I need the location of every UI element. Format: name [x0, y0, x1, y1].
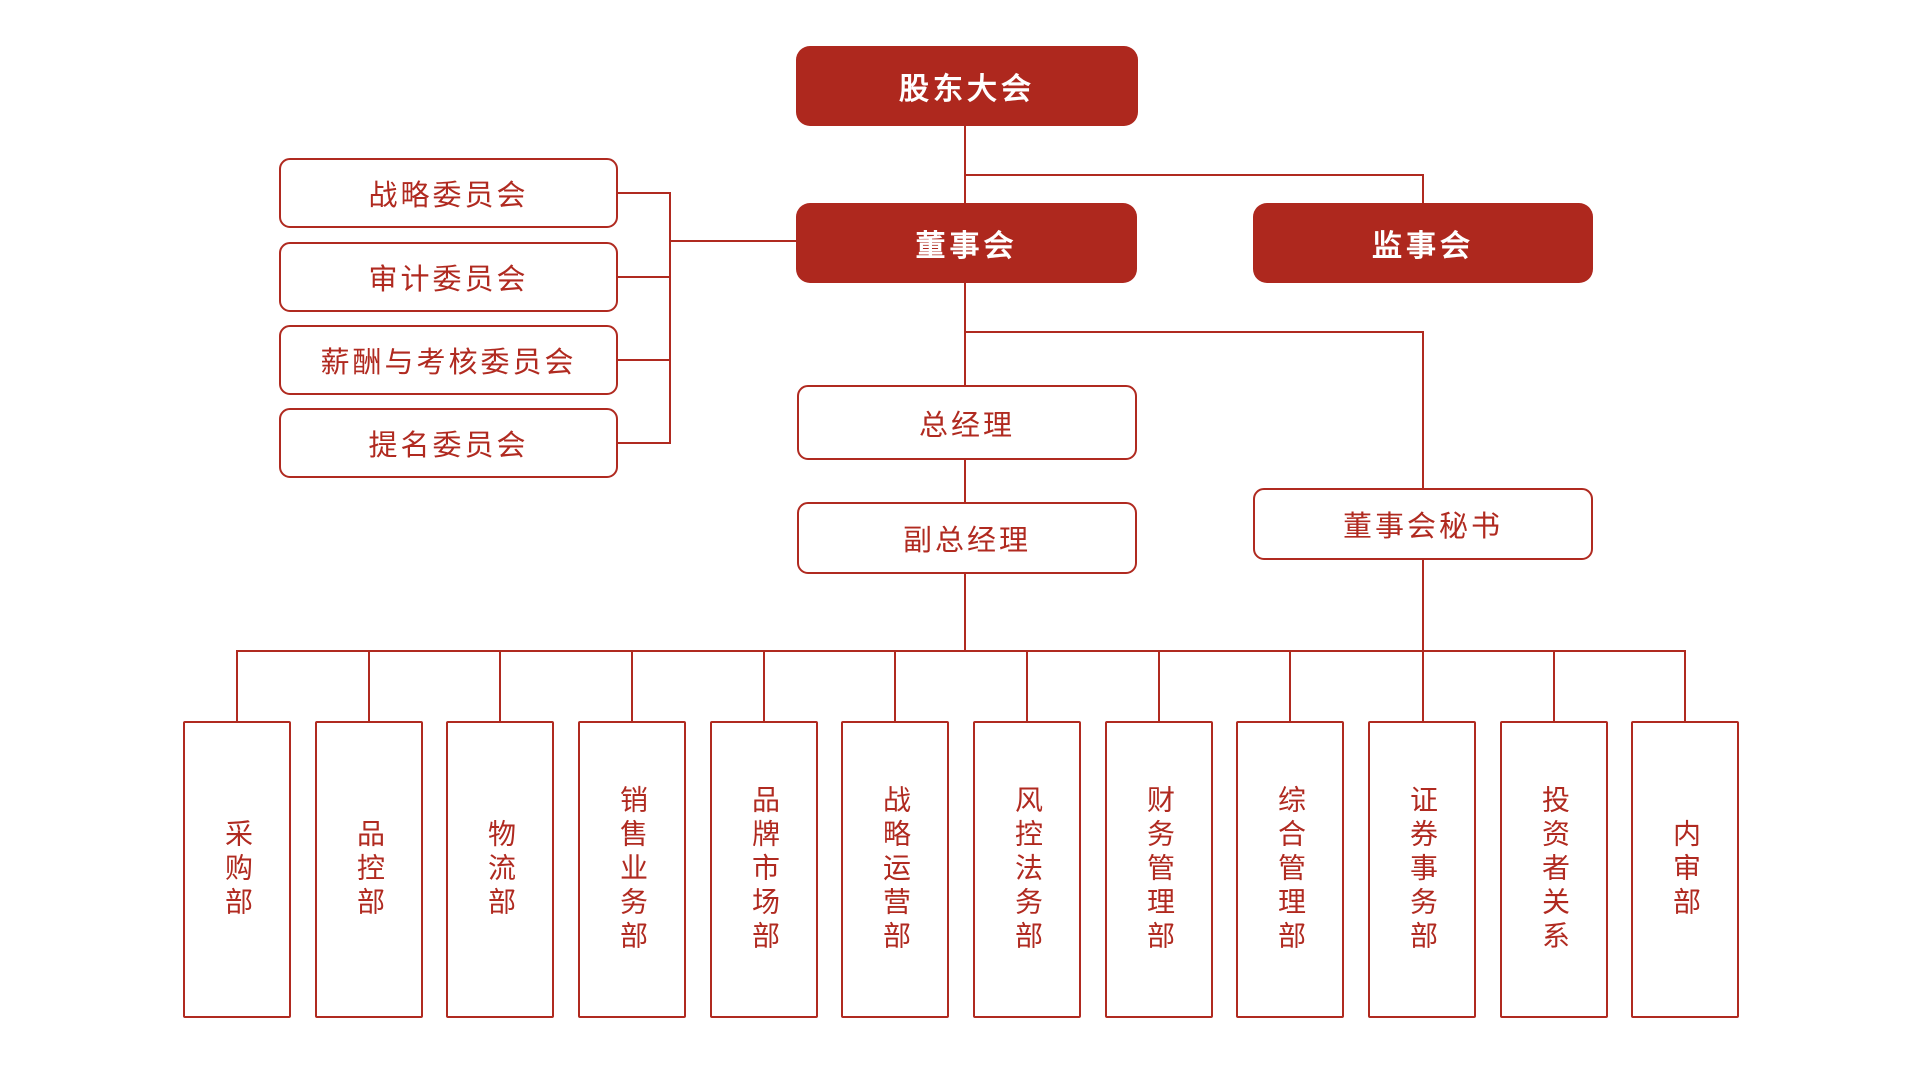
- audit-committee-box: 审计委员会: [279, 242, 618, 312]
- dept-box-quality-control: 品控部: [315, 721, 423, 1018]
- strategy-committee-box: 战略委员会: [279, 158, 618, 228]
- connector-line: [617, 276, 671, 278]
- connector-line: [236, 650, 1686, 652]
- connector-line: [1289, 650, 1291, 723]
- dept-box-investor-relations: 投资者关系: [1500, 721, 1608, 1018]
- board-of-directors-box: 董事会: [796, 203, 1137, 283]
- dept-box-logistics: 物流部: [446, 721, 554, 1018]
- connector-line: [1422, 560, 1424, 723]
- connector-line: [964, 282, 966, 385]
- dept-box-sales: 销售业务部: [578, 721, 686, 1018]
- connector-line: [669, 192, 671, 444]
- connector-line: [631, 650, 633, 723]
- nomination-committee-box: 提名委员会: [279, 408, 618, 478]
- dept-box-general-admin: 综合管理部: [1236, 721, 1344, 1018]
- general-manager-box: 总经理: [797, 385, 1137, 460]
- connector-line: [617, 359, 671, 361]
- connector-line: [964, 174, 1424, 176]
- connector-line: [669, 240, 796, 242]
- connector-line: [1553, 650, 1555, 723]
- dept-box-strategy-operations: 战略运营部: [841, 721, 949, 1018]
- dept-box-procurement: 采购部: [183, 721, 291, 1018]
- connector-line: [368, 650, 370, 723]
- dept-box-brand-marketing: 品牌市场部: [710, 721, 818, 1018]
- connector-line: [236, 650, 238, 723]
- connector-line: [1422, 174, 1424, 203]
- connector-line: [1026, 650, 1028, 723]
- connector-line: [964, 331, 1424, 333]
- connector-line: [1684, 650, 1686, 723]
- supervisory-board-box: 监事会: [1253, 203, 1593, 283]
- dept-box-finance: 财务管理部: [1105, 721, 1213, 1018]
- dept-box-internal-audit: 内审部: [1631, 721, 1739, 1018]
- shareholders-meeting-box: 股东大会: [796, 46, 1138, 126]
- connector-line: [617, 192, 671, 194]
- connector-line: [1158, 650, 1160, 723]
- deputy-general-manager-box: 副总经理: [797, 502, 1137, 574]
- dept-box-risk-legal: 风控法务部: [973, 721, 1081, 1018]
- connector-line: [1422, 331, 1424, 488]
- connector-line: [763, 650, 765, 723]
- connector-line: [964, 125, 966, 203]
- connector-line: [617, 442, 671, 444]
- dept-box-securities-affairs: 证券事务部: [1368, 721, 1476, 1018]
- board-secretary-box: 董事会秘书: [1253, 488, 1593, 560]
- connector-line: [964, 460, 966, 502]
- connector-line: [499, 650, 501, 723]
- connector-line: [894, 650, 896, 723]
- compensation-committee-box: 薪酬与考核委员会: [279, 325, 618, 395]
- connector-line: [964, 574, 966, 652]
